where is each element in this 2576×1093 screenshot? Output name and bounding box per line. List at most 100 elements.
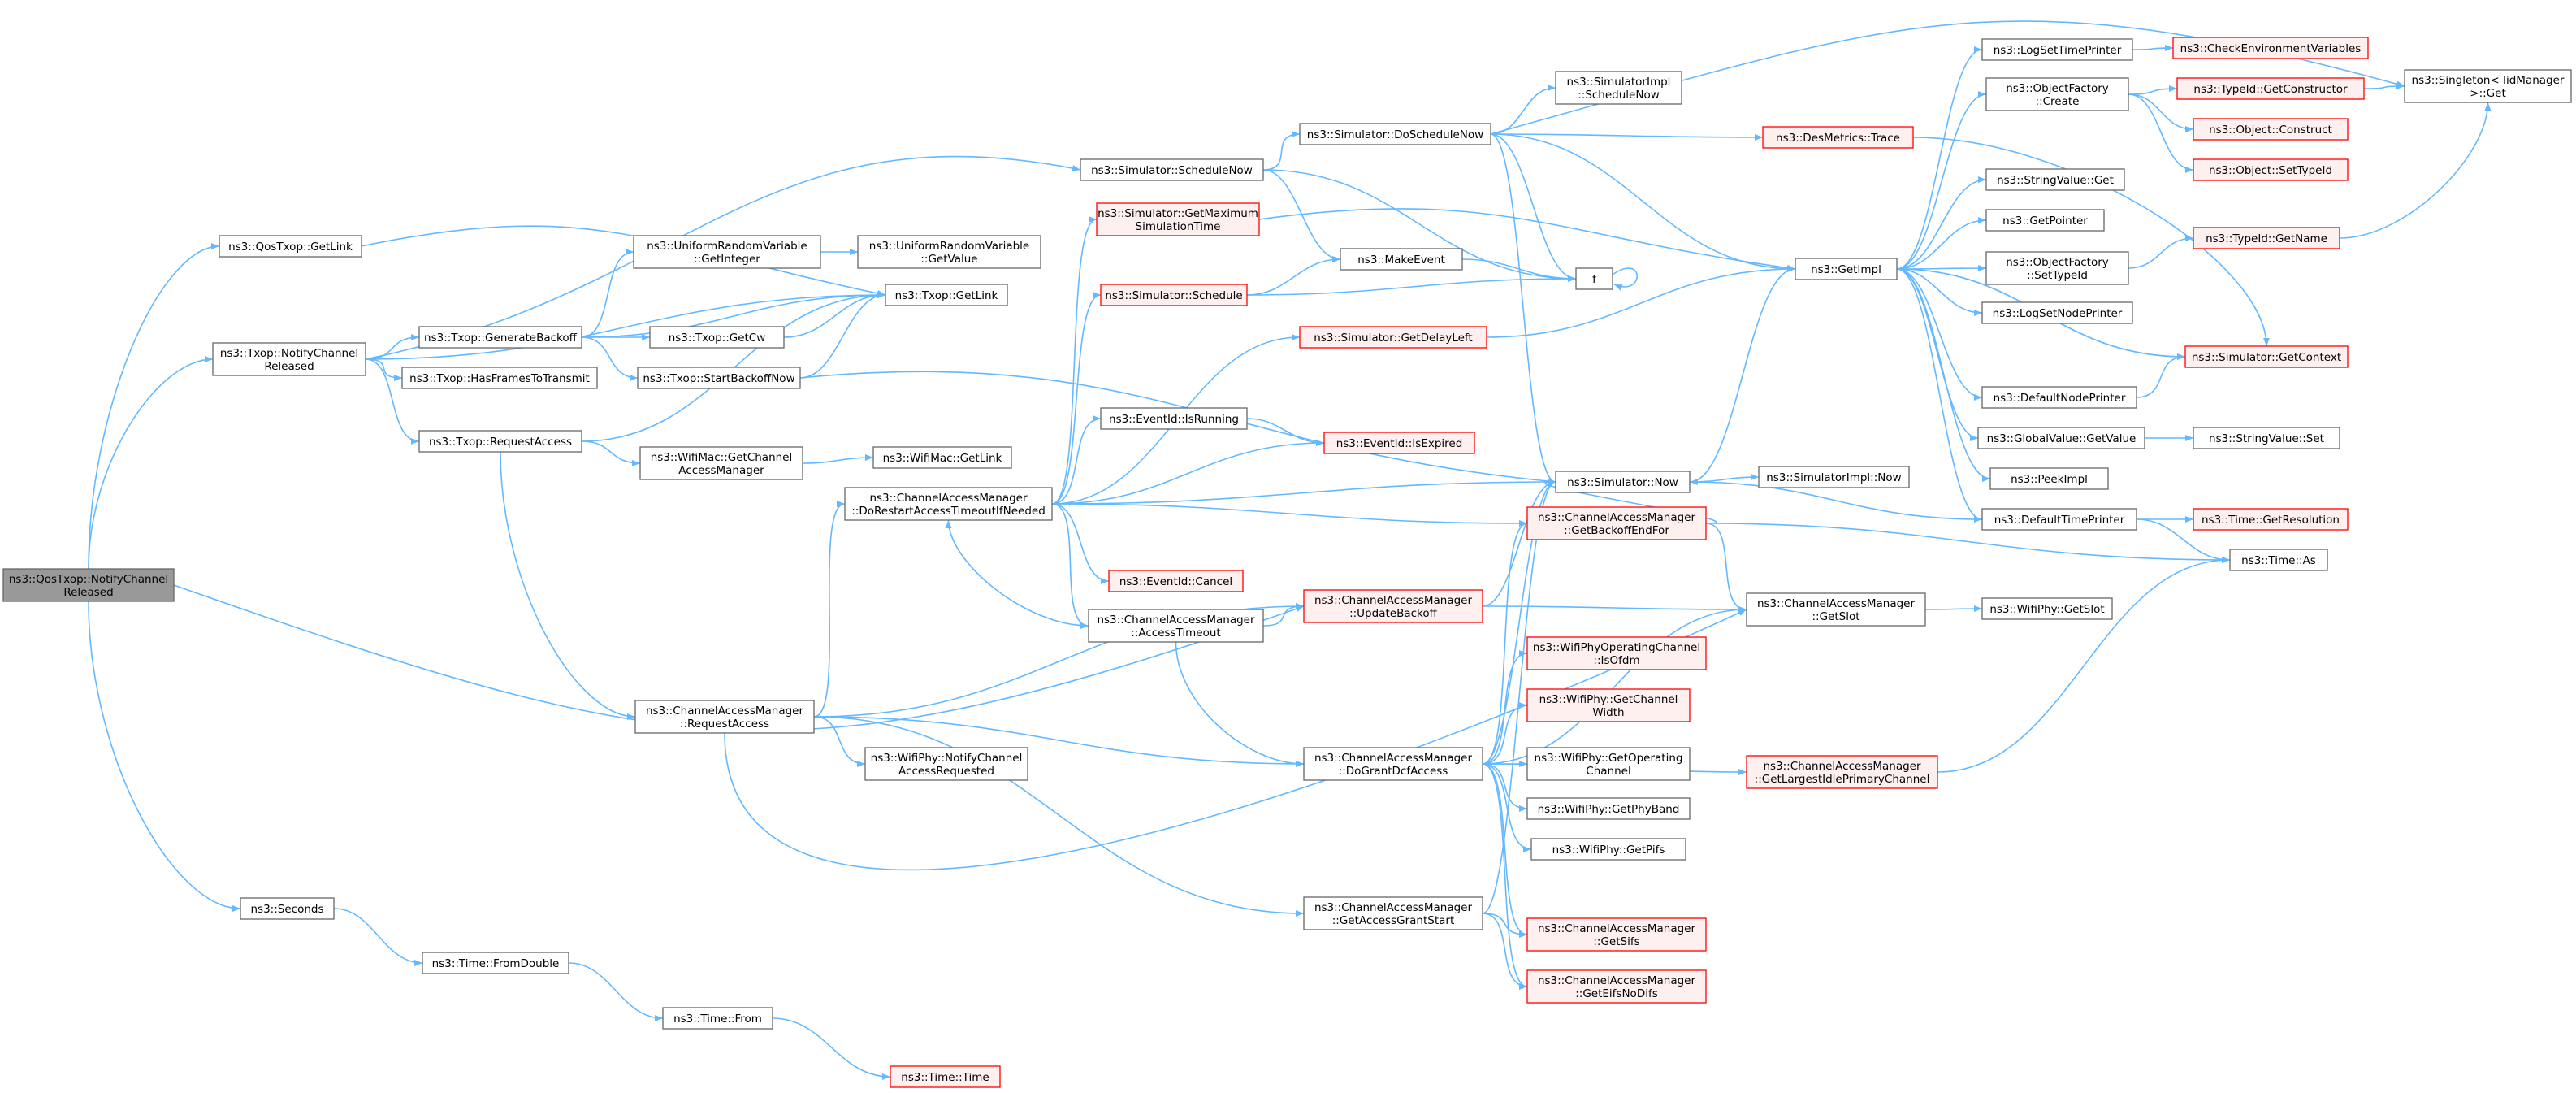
node-timeTime[interactable]: ns3::Time::Time xyxy=(890,1065,1001,1088)
node-doScheduleNow[interactable]: ns3::Simulator::DoScheduleNow xyxy=(1299,123,1491,145)
node-simImplSchedNow[interactable]: ns3::SimulatorImpl::ScheduleNow xyxy=(1555,71,1682,105)
node-box xyxy=(1299,326,1487,349)
node-getPointer[interactable]: ns3::GetPointer xyxy=(1985,209,2105,232)
node-eidIsRunning[interactable]: ns3::EventId::IsRunning xyxy=(1100,407,1248,430)
node-camGetEifs[interactable]: ns3::ChannelAccessManager::GetEifsNoDifs xyxy=(1526,969,1707,1004)
node-label: ns3::Txop::NotifyChannel xyxy=(220,347,358,360)
node-getCw[interactable]: ns3::Txop::GetCw xyxy=(649,326,785,349)
node-wpGetPhyBand[interactable]: ns3::WifiPhy::GetPhyBand xyxy=(1526,797,1691,820)
node-qosGetLink[interactable]: ns3::QosTxop::GetLink xyxy=(219,235,362,258)
call-edges xyxy=(88,20,2492,1080)
edge-txopNotify-to-genBackoff xyxy=(365,334,420,360)
edge-camDoGrant-to-camGetSifs xyxy=(1482,763,1528,938)
edge-simSchedule-to-f xyxy=(1246,275,1577,296)
node-ofCreate[interactable]: ns3::ObjectFactory::Create xyxy=(1985,77,2129,111)
node-camGetAgs[interactable]: ns3::ChannelAccessManager::GetAccessGran… xyxy=(1303,896,1483,930)
edge-getImpl-to-peekImpl xyxy=(1896,268,1991,482)
edge-txopNotify-to-scheduleNow xyxy=(365,155,1081,360)
node-svSet[interactable]: ns3::StringValue::Set xyxy=(2193,427,2340,449)
node-label: ns3::Time::GetResolution xyxy=(2202,514,2340,527)
node-box xyxy=(1526,917,1707,952)
node-gvGetValue[interactable]: ns3::GlobalValue::GetValue xyxy=(1977,427,2145,449)
node-logSetNode[interactable]: ns3::LogSetNodePrinter xyxy=(1981,301,2133,324)
node-eidIsExpired[interactable]: ns3::EventId::IsExpired xyxy=(1323,432,1475,454)
node-singleton[interactable]: ns3::Singleton< IidManager>::Get xyxy=(2404,69,2572,103)
node-box xyxy=(1100,284,1248,306)
node-simGetDelayLeft[interactable]: ns3::Simulator::GetDelayLeft xyxy=(1299,326,1487,349)
node-camGetSifs[interactable]: ns3::ChannelAccessManager::GetSifs xyxy=(1526,917,1707,952)
node-tidGetCtor[interactable]: ns3::TypeId::GetConstructor xyxy=(2176,77,2365,100)
node-seconds[interactable]: ns3::Seconds xyxy=(240,897,335,920)
node-timeGetRes[interactable]: ns3::Time::GetResolution xyxy=(2193,508,2349,531)
node-fromDouble[interactable]: ns3::Time::FromDouble xyxy=(422,952,569,974)
node-label: ns3::DefaultNodePrinter xyxy=(1994,392,2126,405)
node-tidGetName[interactable]: ns3::TypeId::GetName xyxy=(2193,227,2340,249)
node-peekImpl[interactable]: ns3::PeekImpl xyxy=(1989,467,2109,490)
node-simNow[interactable]: ns3::Simulator::Now xyxy=(1555,471,1691,493)
node-wpocIsOfdm[interactable]: ns3::WifiPhyOperatingChannel::IsOfdm xyxy=(1526,636,1707,670)
node-camDoGrant[interactable]: ns3::ChannelAccessManager::DoGrantDcfAcc… xyxy=(1303,747,1483,781)
node-label: ns3::Txop::StartBackoffNow xyxy=(643,372,794,385)
node-camGetLargest[interactable]: ns3::ChannelAccessManager::GetLargestIdl… xyxy=(1746,755,1938,789)
node-label: ns3::ChannelAccessManager xyxy=(1097,614,1255,627)
edge-camReqAccess-to-camGetAgs xyxy=(813,716,1305,917)
node-simGetContext[interactable]: ns3::Simulator::GetContext xyxy=(2184,345,2349,368)
node-defNodePrinter[interactable]: ns3::DefaultNodePrinter xyxy=(1981,386,2137,409)
node-defTimePrinter[interactable]: ns3::DefaultTimePrinter xyxy=(1981,508,2137,531)
node-label: ns3::ObjectFactory xyxy=(2006,82,2109,95)
node-label: ::SetTypeId xyxy=(2027,269,2088,282)
edge-camDoGrant-to-camGetBackoff xyxy=(1482,520,1528,765)
node-label: ns3::Singleton< IidManager xyxy=(2412,74,2565,87)
node-checkEnv[interactable]: ns3::CheckEnvironmentVariables xyxy=(2172,37,2369,59)
node-txopGetLink[interactable]: ns3::Txop::GetLink xyxy=(885,284,1008,306)
node-wpGetSlot[interactable]: ns3::WifiPhy::GetSlot xyxy=(1981,597,2113,620)
node-camReqAccess[interactable]: ns3::ChannelAccessManager::RequestAccess xyxy=(634,700,815,734)
node-simImplNow[interactable]: ns3::SimulatorImpl::Now xyxy=(1758,466,1910,488)
edge-doScheduleNow-to-simNow xyxy=(1490,133,1556,485)
node-box xyxy=(1088,609,1264,643)
node-objConstruct[interactable]: ns3::Object::Construct xyxy=(2193,118,2349,141)
node-simSchedule[interactable]: ns3::Simulator::Schedule xyxy=(1100,284,1248,306)
edge-camGetAgs-to-camGetEifs xyxy=(1482,913,1528,990)
edge-simGetMax-to-getImpl xyxy=(1258,208,1796,271)
node-ofSetTypeId[interactable]: ns3::ObjectFactory::SetTypeId xyxy=(1985,251,2129,285)
node-svGet[interactable]: ns3::StringValue::Get xyxy=(1985,168,2125,191)
node-camUpdateBackoff[interactable]: ns3::ChannelAccessManager::UpdateBackoff xyxy=(1303,589,1483,623)
edge-camDoGrant-to-simNow xyxy=(1482,479,1556,765)
node-objSetTypeId[interactable]: ns3::Object::SetTypeId xyxy=(2193,158,2349,181)
node-camGetSlot[interactable]: ns3::ChannelAccessManager::GetSlot xyxy=(1746,592,1926,627)
node-eidCancel[interactable]: ns3::EventId::Cancel xyxy=(1108,570,1244,592)
node-makeEvent[interactable]: ns3::MakeEvent xyxy=(1340,248,1463,271)
node-logSetTime[interactable]: ns3::LogSetTimePrinter xyxy=(1981,38,2133,61)
node-label: ns3::TypeId::GetConstructor xyxy=(2193,83,2348,96)
node-getImpl[interactable]: ns3::GetImpl xyxy=(1795,258,1898,280)
node-wpGetPifs[interactable]: ns3::WifiPhy::GetPifs xyxy=(1530,838,1686,861)
node-reqAccess[interactable]: ns3::Txop::RequestAccess xyxy=(418,430,582,453)
node-genBackoff[interactable]: ns3::Txop::GenerateBackoff xyxy=(418,326,582,349)
node-scheduleNow[interactable]: ns3::Simulator::ScheduleNow xyxy=(1080,158,1264,181)
node-camDoRestart[interactable]: ns3::ChannelAccessManager::DoRestartAcce… xyxy=(844,487,1053,521)
node-timeFrom[interactable]: ns3::Time::From xyxy=(662,1007,773,1030)
node-desMetrics[interactable]: ns3::DesMetrics::Trace xyxy=(1762,126,1914,149)
node-camAccessTimeout[interactable]: ns3::ChannelAccessManager::AccessTimeout xyxy=(1088,609,1264,643)
node-label: ns3::Time::FromDouble xyxy=(432,957,560,970)
node-box xyxy=(1340,248,1463,271)
node-wpNotifyCar[interactable]: ns3::WifiPhy::NotifyChannelAccessRequest… xyxy=(864,747,1028,781)
node-label: ns3::DefaultTimePrinter xyxy=(1994,514,2125,527)
node-hasFrames[interactable]: ns3::Txop::HasFramesToTransmit xyxy=(401,367,598,389)
node-f[interactable]: f xyxy=(1575,267,1613,290)
node-box xyxy=(2193,118,2349,141)
node-timeAs[interactable]: ns3::Time::As xyxy=(2229,549,2328,571)
node-camGetBackoff[interactable]: ns3::ChannelAccessManager::GetBackoffEnd… xyxy=(1526,506,1707,540)
node-startBackoff[interactable]: ns3::Txop::StartBackoffNow xyxy=(637,367,801,389)
node-urvGetVal[interactable]: ns3::UniformRandomVariable::GetValue xyxy=(857,235,1041,269)
node-wmGetLink[interactable]: ns3::WifiMac::GetLink xyxy=(872,446,1012,469)
node-box xyxy=(1108,570,1244,592)
node-urvGetInt[interactable]: ns3::UniformRandomVariable::GetInteger xyxy=(633,235,821,269)
